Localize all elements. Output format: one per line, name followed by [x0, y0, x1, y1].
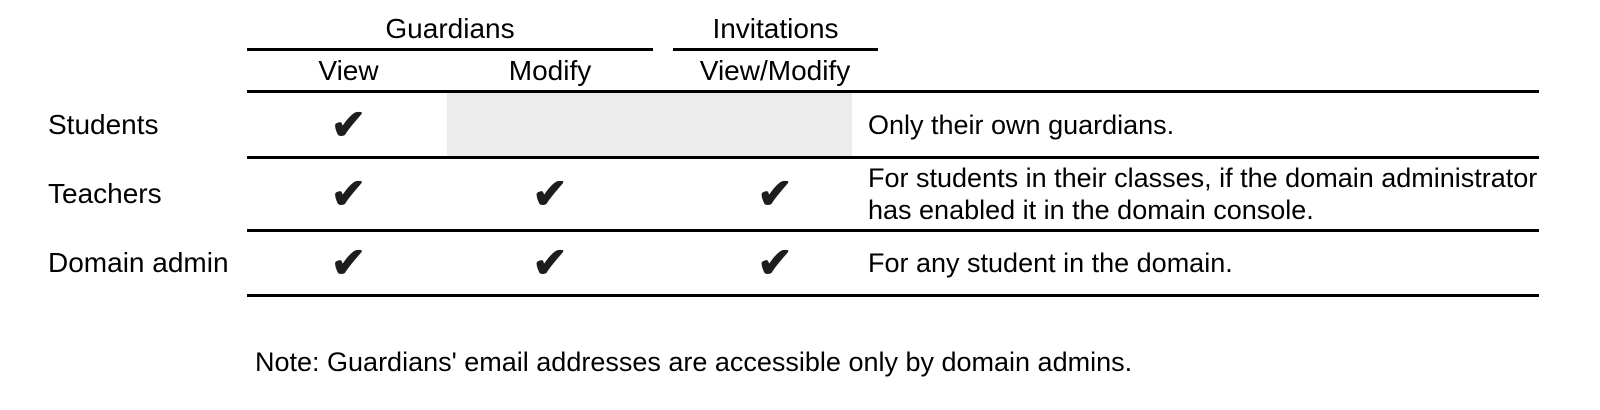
row-label-students: Students	[48, 108, 159, 140]
check-teachers-view-modify-icon: ✔	[757, 170, 793, 217]
check-students-modify-icon	[450, 93, 650, 156]
column-header-modify: Modify	[508, 55, 592, 86]
note-domain-admin: For any student in the domain.	[868, 248, 1233, 278]
check-teachers-modify-icon: ✔	[532, 170, 568, 217]
check-domain-admin-modify-icon: ✔	[532, 239, 568, 286]
check-domain-admin-view-modify-icon: ✔	[757, 239, 793, 286]
check-teachers-view-icon: ✔	[330, 170, 367, 217]
column-header-view: View	[318, 55, 379, 86]
row-rule-1	[247, 156, 1539, 159]
column-group-invitations: Invitations	[712, 13, 839, 44]
students-disabled-cells	[447, 93, 852, 156]
invitations-underline	[673, 48, 878, 51]
column-header-view-modify: View/Modify	[699, 55, 851, 86]
check-students-view-icon: ✔	[330, 100, 367, 148]
row-rule-2	[247, 229, 1539, 232]
column-group-guardians: Guardians	[385, 13, 515, 44]
check-domain-admin-view-icon: ✔	[330, 239, 367, 286]
check-students-view-modify-icon	[672, 93, 878, 156]
header-rule	[247, 90, 1539, 93]
footnote: Note: Guardians' email addresses are acc…	[255, 347, 1133, 377]
guardians-underline	[247, 48, 653, 51]
row-label-domain-admin: Domain admin	[48, 247, 229, 278]
row-label-teachers: Teachers	[48, 178, 162, 209]
note-teachers: For students in their classes, if the do…	[868, 163, 1538, 225]
note-students: Only their own guardians.	[868, 109, 1175, 140]
bottom-rule	[247, 294, 1539, 297]
